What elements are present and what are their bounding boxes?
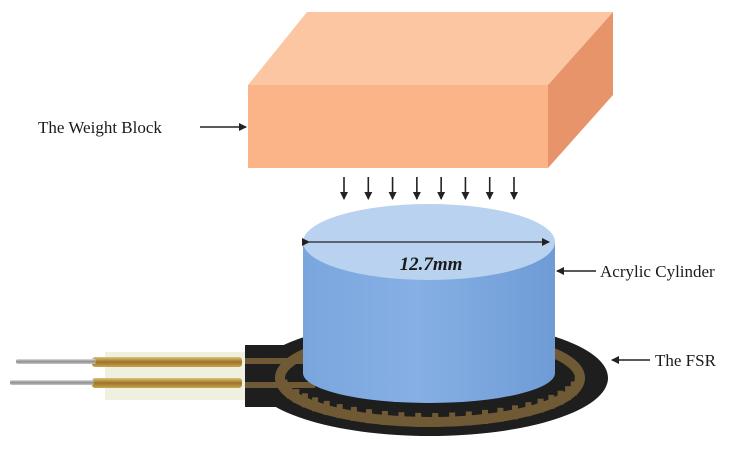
fsr-trace-tooth	[482, 409, 488, 424]
acrylic-cylinder-label: Acrylic Cylinder	[600, 262, 715, 281]
fsr-lead-trace-upper	[245, 358, 315, 364]
fsr-trace-tooth	[548, 394, 555, 409]
fsr-lead-gold-lower	[92, 378, 242, 388]
fsr-trace-tooth	[286, 384, 293, 399]
fsr-trace-tooth	[574, 376, 581, 391]
cylinder-body	[303, 242, 555, 403]
fsr-trace-tooth	[432, 413, 439, 427]
fsr-trace-tooth	[381, 411, 388, 425]
weight-block-side	[548, 12, 613, 168]
fsr-traces	[281, 376, 581, 427]
fsr-trace-tooth	[565, 386, 572, 401]
fsr-lead-trace-lower	[245, 382, 315, 388]
fsr-pin-lower	[10, 380, 94, 385]
fsr-trace-tooth	[366, 409, 372, 424]
weight-block-front	[248, 85, 548, 168]
fsr-trace-tooth	[497, 407, 504, 422]
fsr-label: The FSR	[655, 351, 717, 370]
fsr-trace-tooth	[525, 402, 532, 417]
diameter-label: 12.7mm	[400, 254, 463, 275]
fsr-trace-tooth	[398, 412, 405, 427]
acrylic-cylinder	[303, 204, 555, 403]
fsr-trace-tooth	[415, 412, 422, 427]
weight-block-label: The Weight Block	[38, 118, 162, 137]
fsr-trace-tooth	[350, 406, 357, 421]
fsr-trace-tooth	[293, 389, 300, 403]
fsr-trace-tooth	[301, 393, 308, 408]
fsr-trace-tooth	[512, 405, 518, 420]
fsr-trace-tooth	[537, 398, 544, 413]
force-arrows	[340, 177, 518, 200]
fsr-trace-tooth	[570, 381, 577, 396]
fsr-trace-tooth	[336, 404, 343, 419]
fsr-lead-gold-upper	[92, 357, 242, 367]
fsr-trace-tooth	[312, 397, 319, 412]
weight-block	[248, 12, 613, 168]
fsr-trace-tooth	[449, 412, 456, 427]
fsr-pin-upper	[16, 359, 96, 364]
fsr-trace-tooth	[323, 400, 330, 415]
fsr-trace-tooth	[465, 411, 472, 426]
weight-block-top	[248, 12, 613, 85]
fsr-trace-tooth	[557, 390, 564, 405]
